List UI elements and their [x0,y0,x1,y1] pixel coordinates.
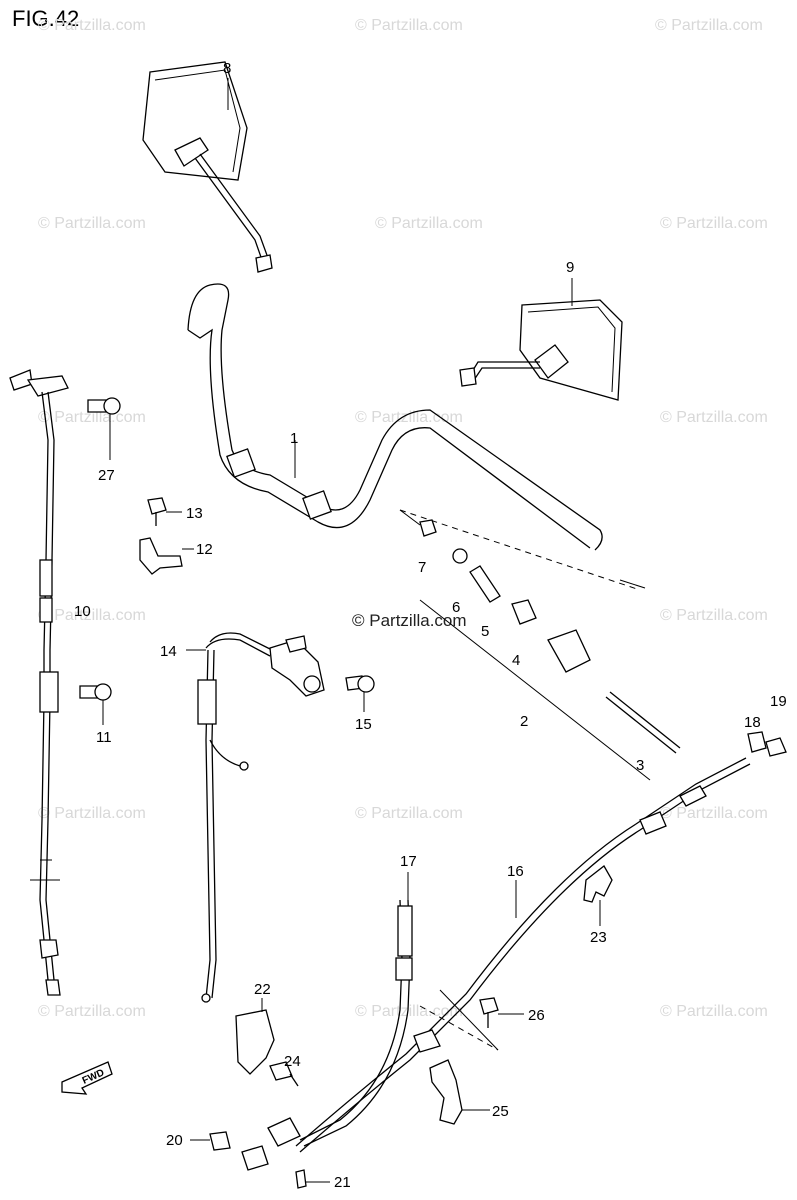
watermark: © Partzilla.com [660,805,768,822]
callout-15: 15 [355,716,372,733]
callout-27: 27 [98,467,115,484]
callout-12: 12 [196,541,213,558]
watermarks: © Partzilla.com © Partzilla.com © Partzi… [38,17,768,1020]
callout-10: 10 [74,603,91,620]
handlebar [187,283,603,551]
callout-2: 2 [520,713,528,730]
callout-7: 7 [418,559,426,576]
forward-arrow: FWD [61,1061,113,1095]
switch-cable [186,632,325,1003]
callout-23: 23 [590,929,607,946]
lower-left-parts [190,998,330,1189]
callout-26: 26 [528,1007,545,1024]
watermark: © Partzilla.com [355,1003,463,1020]
callout-14: 14 [160,643,177,660]
watermark: © Partzilla.com [355,805,463,822]
watermark: © Partzilla.com [660,215,768,232]
watermark: © Partzilla.com [38,1003,146,1020]
callout-22: 22 [254,981,271,998]
callout-20: 20 [166,1132,183,1149]
watermark-center: © Partzilla.com [352,611,467,630]
callout-25: 25 [492,1103,509,1120]
watermark: © Partzilla.com [38,409,146,426]
mirror-right [459,278,623,401]
brackets [413,731,787,1125]
callouts: 1 2 3 4 5 6 7 8 9 10 11 12 13 14 15 16 1… [74,60,787,1191]
callout-21: 21 [334,1174,351,1191]
callout-11: 11 [96,729,112,746]
callout-1: 1 [290,430,298,447]
watermark: © Partzilla.com [355,17,463,34]
watermark: © Partzilla.com [355,409,463,426]
mirror-left [142,61,273,273]
watermark: © Partzilla.com [660,607,768,624]
fwd-label: FWD [81,1067,106,1086]
clamp [139,537,194,575]
callout-16: 16 [507,863,524,880]
callout-5: 5 [481,623,489,640]
callout-18: 18 [744,714,761,731]
callout-8: 8 [223,60,231,77]
callout-9: 9 [566,259,574,276]
watermark: © Partzilla.com [375,215,483,232]
watermark: © Partzilla.com [660,1003,768,1020]
callout-13: 13 [186,505,203,522]
watermark: © Partzilla.com [38,17,146,34]
callout-24: 24 [284,1053,301,1070]
callout-17: 17 [400,853,417,870]
throttle-cable [9,369,69,996]
callout-3: 3 [636,757,644,774]
holder-group [399,509,681,781]
callout-4: 4 [512,652,520,669]
watermark: © Partzilla.com [38,607,146,624]
watermark: © Partzilla.com [38,805,146,822]
screws [79,397,524,1028]
callout-6: 6 [452,599,460,616]
watermark: © Partzilla.com [38,215,146,232]
watermark: © Partzilla.com [655,17,763,34]
watermark: © Partzilla.com [660,409,768,426]
figure-title: FIG.42 [12,6,80,31]
lower-cables [295,757,751,1153]
callout-19: 19 [770,693,787,710]
